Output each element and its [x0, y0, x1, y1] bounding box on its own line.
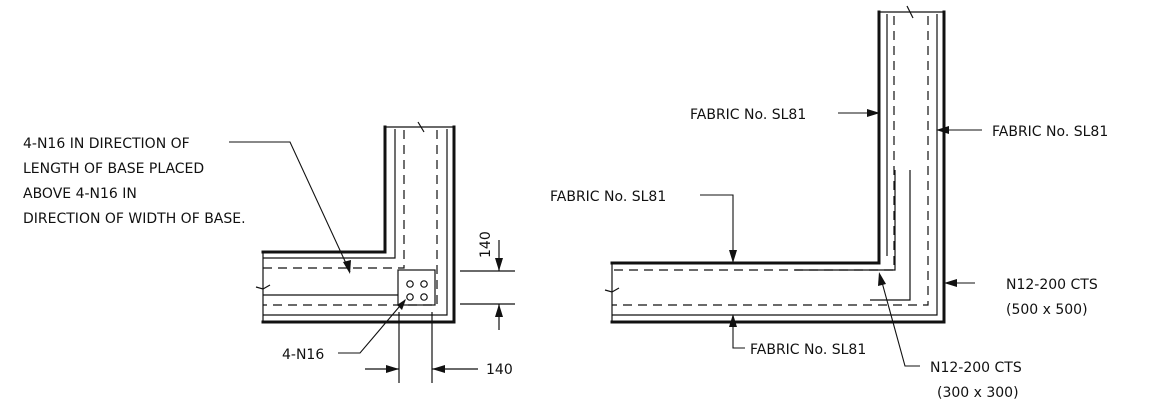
dim-h-arrow-left — [432, 365, 445, 373]
note-line-3: ABOVE 4-N16 IN — [23, 186, 137, 202]
bar-circle — [406, 293, 414, 301]
dim-arrow-down — [495, 258, 503, 271]
label-n12-bottom-line2: (300 x 300) — [937, 385, 1019, 401]
left-bar-outer — [263, 129, 448, 316]
label-n12-bottom-line1: N12-200 CTS — [930, 360, 1022, 376]
dim-arrow-up — [495, 304, 503, 317]
label-n12-right-line2: (500 x 500) — [1006, 302, 1088, 318]
note-line-1: 4-N16 IN DIRECTION OF — [23, 136, 190, 152]
right-dashed-wall-inner — [612, 16, 895, 271]
arrow-n12-bottom — [878, 272, 886, 286]
right-break-symbol — [604, 287, 620, 293]
arrow-fabric-upper-right — [936, 126, 949, 134]
right-detail: FABRIC No. SL81 FABRIC No. SL81 FABRIC N… — [550, 5, 1108, 401]
left-break-symbol — [255, 284, 271, 290]
left-dashed-wall — [263, 130, 438, 306]
label-fabric-upper-left: FABRIC No. SL81 — [690, 107, 806, 123]
arrow-n12-right — [944, 279, 957, 287]
left-outline-inner — [261, 125, 387, 254]
bar-circle — [420, 293, 428, 301]
bar-label: 4-N16 — [282, 347, 324, 363]
right-outline-inner — [610, 10, 881, 265]
right-corner-bar-small — [795, 170, 896, 271]
left-detail: 4-N16 IN DIRECTION OF LENGTH OF BASE PLA… — [23, 121, 515, 383]
bar-label-arrowhead — [397, 299, 406, 310]
label-fabric-left: FABRIC No. SL81 — [550, 189, 666, 205]
left-corner-bars-box — [397, 269, 436, 306]
note-line-4: DIRECTION OF WIDTH OF BASE. — [23, 211, 246, 227]
note-line-2: LENGTH OF BASE PLACED — [23, 161, 204, 177]
left-outline-outer — [261, 125, 456, 324]
label-fabric-bottom: FABRIC No. SL81 — [750, 342, 866, 358]
arrow-fabric-left — [729, 250, 737, 263]
dim-vertical-label: 140 — [478, 231, 494, 258]
arrow-fabric-bottom — [729, 314, 737, 327]
bar-circle — [420, 280, 428, 288]
right-outline-outer — [610, 10, 946, 324]
left-dashed-top — [263, 130, 405, 269]
leader-fabric-left — [700, 194, 734, 262]
label-n12-right-line1: N12-200 CTS — [1006, 277, 1098, 293]
bar-label-leader — [338, 299, 406, 354]
dim-horizontal-label: 140 — [486, 362, 513, 378]
left-note-arrowhead — [343, 260, 351, 274]
bar-circle — [406, 280, 414, 288]
right-dashed-wall-outer — [612, 16, 929, 306]
arrow-fabric-upper-left — [867, 109, 880, 117]
dim-h-arrow-right — [386, 365, 399, 373]
leader-n12-bottom — [879, 274, 920, 367]
right-wall-break-symbol — [906, 5, 914, 19]
left-bar-inner-top — [263, 129, 396, 259]
left-note-leader — [229, 141, 351, 273]
label-fabric-upper-right: FABRIC No. SL81 — [992, 124, 1108, 140]
right-fabric-outer — [612, 14, 938, 316]
right-corner-bar-large — [870, 170, 911, 301]
left-wall-break-symbol — [417, 121, 425, 133]
